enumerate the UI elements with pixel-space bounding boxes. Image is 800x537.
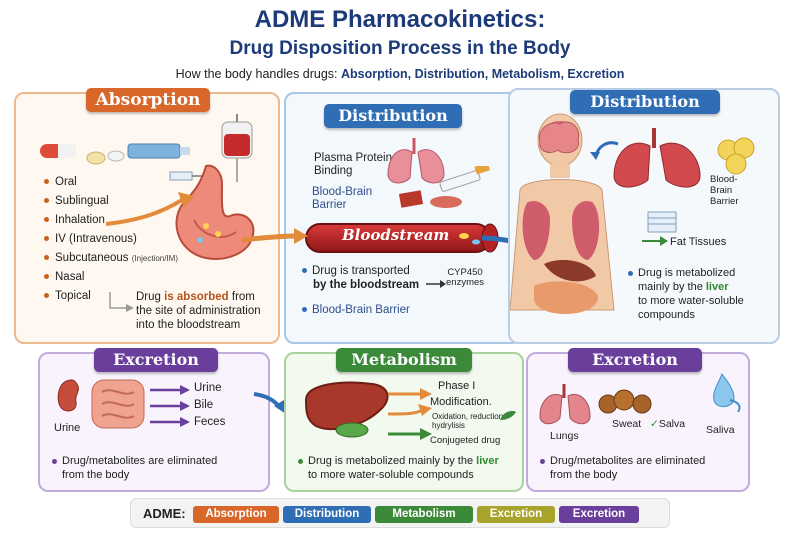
transport-note: Drug is transported by the bloodstream xyxy=(302,264,419,292)
tagline-lead: How the body handles drugs: xyxy=(175,67,342,81)
bbb-bullet: Blood-Brain Barrier xyxy=(302,304,410,317)
conjugated-label: Conjugeted drug xyxy=(430,435,501,446)
excretion-left-header: Excretion xyxy=(94,348,218,372)
distribution-right-header: Distribution xyxy=(570,90,720,114)
syringe-icon xyxy=(439,166,490,192)
route-item: Sublingual xyxy=(44,195,109,207)
route-item: Subcutaneous (Injection/IM) xyxy=(44,252,178,264)
distribution-right-note: Drug is metabolized mainly by the liver … xyxy=(628,266,744,322)
arrow-to-organs xyxy=(590,141,619,160)
metabolism-panel: Metabolism Phase I Modification. Oxidati… xyxy=(284,348,524,492)
lungs-label: Lungs xyxy=(550,430,579,442)
reactions-label: Oxidation, reduction, hydrylisis xyxy=(432,412,506,430)
blood-brain-label-right: Blood- Brain Barrier xyxy=(710,174,739,207)
urine-label-left: Urine xyxy=(54,422,81,434)
route-item: IV (Intravenous) xyxy=(44,233,137,245)
excretion-right-header: Excretion xyxy=(568,348,702,372)
metabolism-arrows xyxy=(387,388,432,440)
main-title: ADME Pharmacokinetics: xyxy=(254,6,546,33)
route-item: Oral xyxy=(44,176,77,188)
subcutaneous-note: (Injection/IM) xyxy=(131,254,178,263)
tagline: How the body handles drugs: Absorption, … xyxy=(0,67,800,81)
brain-icon xyxy=(538,121,580,154)
lungs-icon xyxy=(613,128,701,188)
arrow-to-fat xyxy=(642,236,668,246)
leaf-icon xyxy=(500,410,516,420)
absorption-header: Absorption xyxy=(86,88,210,112)
distribution-center-header: Distribution xyxy=(324,104,462,128)
arrow-to-metabolism xyxy=(253,392,286,414)
arrow-to-bloodstream xyxy=(241,228,308,244)
kidney-icon xyxy=(57,379,79,412)
distribution-right-panel: Distribution Blood- Brain Barrier Fat xyxy=(508,88,780,344)
main-subtitle: Drug Disposition Process in the Body xyxy=(229,38,571,59)
legend-chip-distribution: Distribution xyxy=(283,506,371,523)
absorption-arrows xyxy=(105,192,194,226)
sweat-label: Sweat xyxy=(612,418,642,430)
route-item: Topical xyxy=(44,290,91,302)
elbow-arrow xyxy=(109,292,134,312)
excretion-left-note: Drug/metabolites are eliminated from the… xyxy=(52,454,217,482)
bbb-label-center: Blood-Brain Barrier xyxy=(312,186,373,211)
excretion-arrows xyxy=(150,385,190,427)
modification-label: Modification. xyxy=(430,396,492,408)
output-bile: Bile xyxy=(194,399,214,411)
salva-label: ✓Salva xyxy=(650,418,686,430)
tissue-icon xyxy=(398,190,462,208)
lungs-icon xyxy=(539,384,591,425)
cyp450-label: CYP450 enzymes xyxy=(446,267,485,288)
legend-chip-excretion: Excretion xyxy=(559,506,639,523)
excretion-right-panel: Excretion Lungs Sweat ✓Salva Saliva Drug… xyxy=(526,348,750,492)
phase1-label: Phase I xyxy=(438,380,476,392)
legend-label: ADME: xyxy=(143,506,186,521)
cyp-arrow xyxy=(426,280,446,288)
intestine-icon xyxy=(91,379,145,429)
fat-tissue-icon xyxy=(717,137,755,175)
bloodstream-label: Bloodstream xyxy=(342,226,450,244)
output-feces: Feces xyxy=(194,416,226,428)
fat-tissues-label: Fat Tissues xyxy=(670,236,727,248)
excretion-right-note: Drug/metabolites are eliminated from the… xyxy=(540,454,705,482)
absorption-note: Drug is absorbed from the site of admini… xyxy=(136,291,261,331)
fat-tissue-icon xyxy=(598,389,652,414)
sweat-drop-icon xyxy=(713,372,741,413)
distribution-center-panel: Distribution Plasma Protein Binding Bloo… xyxy=(284,92,522,344)
metabolism-header: Metabolism xyxy=(336,348,472,372)
tagline-terms: Absorption, Distribution, Metabolism, Ex… xyxy=(341,67,625,81)
legend-chip-excretion-yellow: Excretion xyxy=(477,506,555,523)
absorption-panel: Absorption Oral Sublingual Inhalation IV xyxy=(14,88,280,344)
route-item: Inhalation xyxy=(44,214,105,226)
pills-icon xyxy=(40,144,125,165)
lungs-icon xyxy=(387,138,445,184)
plasma-protein-label: Plasma Protein Binding xyxy=(314,152,392,177)
legend-chip-absorption: Absorption xyxy=(193,506,279,523)
route-item: Nasal xyxy=(44,271,84,283)
adme-legend: ADME: Absorption Distribution Metabolism… xyxy=(130,498,670,528)
excretion-left-panel: Excretion Urine Urine Bile Feces Drug/me… xyxy=(38,348,270,492)
output-urine: Urine xyxy=(194,382,222,394)
vial-icon xyxy=(127,143,190,159)
saliva-label: Saliva xyxy=(706,424,735,436)
liver-icon xyxy=(304,381,389,438)
metabolism-note: Drug is metabolized mainly by the liver … xyxy=(298,454,499,482)
iv-bag-icon xyxy=(221,114,253,182)
legend-chip-metabolism: Metabolism xyxy=(375,506,473,523)
fat-cells-icon xyxy=(647,211,677,233)
